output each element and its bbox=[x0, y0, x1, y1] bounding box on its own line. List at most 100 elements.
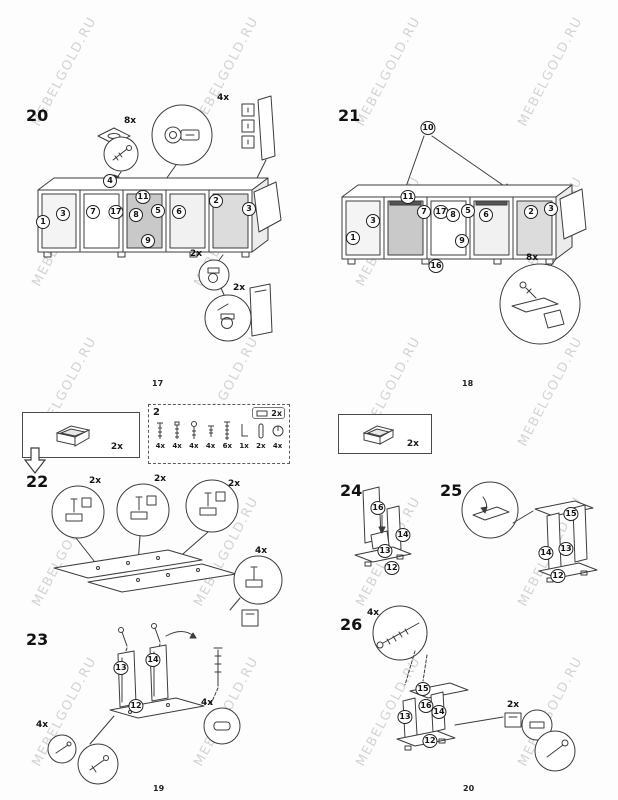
part-number-badge: 13 bbox=[113, 661, 129, 675]
drawer-box-icon bbox=[362, 425, 395, 445]
kit-item-qty: 4x bbox=[155, 442, 166, 450]
quantity-label: 8x bbox=[525, 253, 539, 263]
part-number-badge: 9 bbox=[455, 234, 469, 248]
kit-item: 2x bbox=[255, 420, 267, 450]
part-number-badge: 15 bbox=[563, 507, 579, 521]
quantity-label: 4x bbox=[35, 720, 49, 730]
parts-box-left: 2x bbox=[22, 412, 140, 458]
part-number-badge: 9 bbox=[141, 234, 155, 248]
quantity-label: 2x bbox=[189, 249, 203, 259]
kit-corner-qty: 2x bbox=[271, 408, 282, 418]
dowel-callout-circle bbox=[203, 707, 241, 745]
part-number-badge: 17 bbox=[433, 205, 449, 219]
part-number-badge: 7 bbox=[417, 205, 431, 219]
part-number-badge: 7 bbox=[86, 205, 100, 219]
bolt-icon bbox=[190, 421, 197, 439]
top-panel bbox=[534, 500, 594, 517]
part-number-badge: 12 bbox=[550, 569, 566, 583]
part-number-badge: 5 bbox=[461, 204, 475, 218]
quantity-label: 4x bbox=[254, 546, 268, 556]
step-20-drawing bbox=[37, 95, 282, 342]
shelf bbox=[475, 200, 508, 206]
part-number-badge: 13 bbox=[397, 710, 413, 724]
kit-item: 4x bbox=[188, 420, 200, 450]
step-26-drawing bbox=[372, 605, 576, 772]
kit-item-qty: 2x bbox=[256, 442, 266, 450]
small-screw-icon bbox=[207, 425, 214, 437]
bracket-callout-circle bbox=[116, 483, 170, 537]
kit-item-qty: 4x bbox=[172, 442, 182, 450]
base-panel bbox=[109, 697, 205, 719]
step-23-drawing bbox=[47, 623, 241, 785]
parts-box-qty: 2x bbox=[110, 442, 123, 452]
cam-lock-icon bbox=[272, 425, 284, 437]
part-number-badge: 14 bbox=[395, 528, 411, 542]
part-number-badge: 15 bbox=[415, 682, 431, 696]
bracket-icon bbox=[256, 410, 268, 417]
quantity-label: 4x bbox=[216, 93, 230, 103]
open-door bbox=[559, 188, 587, 240]
quantity-label: 2x bbox=[506, 700, 520, 710]
part-number-badge: 3 bbox=[366, 214, 380, 228]
parts-box-qty: 2x bbox=[406, 439, 419, 449]
part-number-badge: 12 bbox=[384, 561, 400, 575]
kit-item: 4x bbox=[154, 420, 166, 450]
part-number-badge: 3 bbox=[242, 202, 256, 216]
leg-panel bbox=[572, 504, 588, 563]
step-21-label: 21 bbox=[338, 106, 361, 125]
part-number-badge: 13 bbox=[377, 544, 393, 558]
quantity-label: 2x bbox=[88, 476, 102, 486]
drawer-box-icon bbox=[55, 425, 91, 447]
part-number-badge: 3 bbox=[56, 207, 70, 221]
part-number-badge: 6 bbox=[479, 208, 493, 222]
step-20: 20 bbox=[18, 92, 318, 392]
step-22-label: 22 bbox=[26, 472, 49, 491]
part-number-badge: 16 bbox=[370, 501, 386, 515]
quantity-label: 4x bbox=[366, 608, 380, 618]
step-22-drawing bbox=[51, 479, 283, 627]
part-number-badge: 2 bbox=[209, 194, 223, 208]
page-number: 17 bbox=[152, 379, 164, 388]
open-door bbox=[253, 181, 282, 233]
part-number-badge: 1 bbox=[36, 215, 50, 229]
part-number-badge: 4 bbox=[103, 174, 117, 188]
part-number-badge: 1 bbox=[346, 231, 360, 245]
part-number-badge: 2 bbox=[524, 205, 538, 219]
kit-corner-badge: 2x bbox=[252, 407, 285, 419]
step-23-label: 23 bbox=[26, 630, 49, 649]
caster-callout-circle bbox=[198, 259, 230, 291]
kit-item-qty: 4x bbox=[205, 442, 216, 450]
kit-step-label: 2 bbox=[153, 407, 160, 418]
step-25-drawing bbox=[461, 481, 598, 583]
cabinet-top bbox=[37, 177, 269, 191]
flat-head-screw-icon bbox=[157, 422, 164, 439]
step-21-drawing bbox=[341, 135, 587, 345]
page-number: 20 bbox=[463, 784, 475, 793]
part-number-badge: 5 bbox=[151, 204, 165, 218]
kit-item: 1x bbox=[238, 420, 250, 450]
part-number-badge: 14 bbox=[145, 653, 161, 667]
step-25-label: 25 bbox=[440, 481, 463, 500]
dowel-icon bbox=[258, 423, 264, 439]
kit-item: 4x bbox=[205, 420, 217, 450]
kit-item: 6x bbox=[221, 420, 233, 450]
part-number-badge: 17 bbox=[108, 205, 124, 219]
part-number-badge: 8 bbox=[446, 208, 460, 222]
parts-box-right: 2x bbox=[338, 414, 432, 454]
part-number-badge: 13 bbox=[558, 542, 574, 556]
part-number-badge: 12 bbox=[422, 734, 438, 748]
quantity-label: 2x bbox=[227, 479, 241, 489]
part-number-badge: 11 bbox=[135, 190, 151, 204]
step-24-label: 24 bbox=[340, 481, 363, 500]
allen-key-icon bbox=[241, 424, 249, 437]
quantity-label: 8x bbox=[123, 116, 137, 126]
part-number-badge: 3 bbox=[544, 202, 558, 216]
hinge-callout-circle bbox=[151, 104, 213, 166]
kit-items: 4x 4x 4x 4x 6x 1x bbox=[149, 419, 289, 452]
